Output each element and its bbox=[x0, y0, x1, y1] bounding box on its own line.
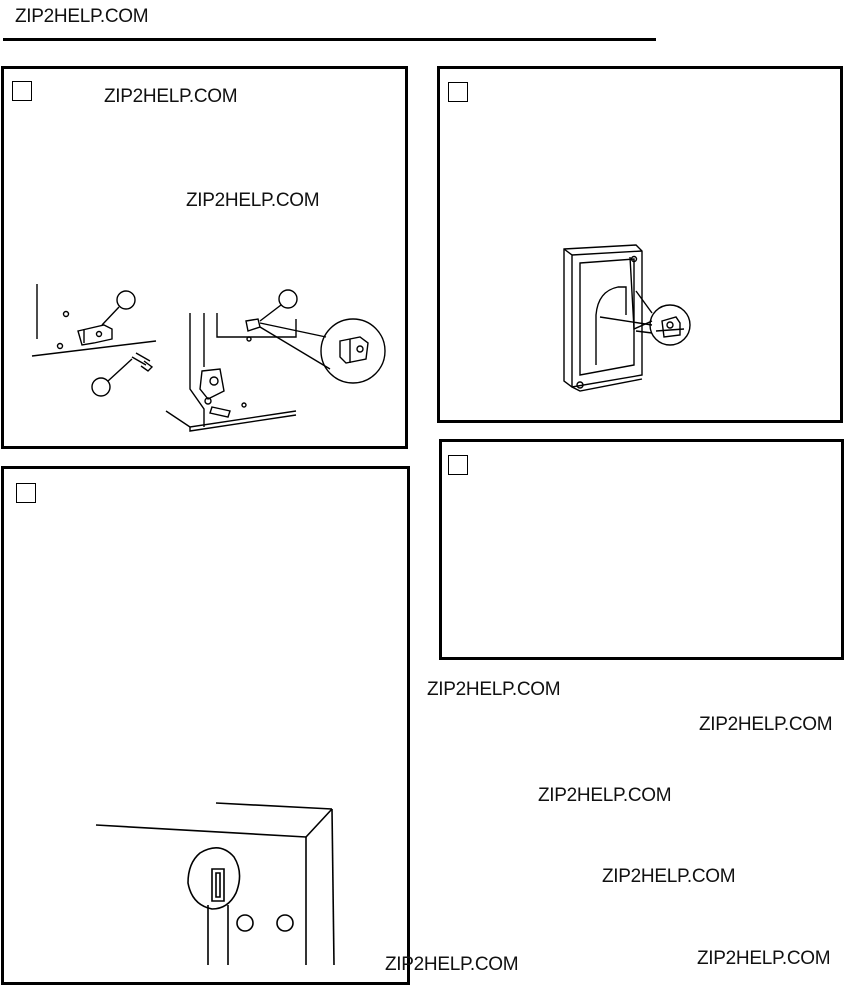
panel-step-b bbox=[437, 66, 843, 423]
hinge-bracket-illustration bbox=[31, 284, 386, 432]
screw-icon bbox=[131, 352, 154, 372]
cabinet-rear-illustration bbox=[563, 244, 691, 392]
screwdriver-illustration bbox=[95, 802, 335, 966]
magnified-view-icon bbox=[649, 304, 691, 346]
panel-step-c bbox=[1, 466, 410, 985]
watermark: ZIP2HELP.COM bbox=[697, 948, 831, 969]
watermark: ZIP2HELP.COM bbox=[427, 679, 561, 700]
step-checkbox-b[interactable] bbox=[448, 82, 468, 102]
hole-cover-icon bbox=[187, 847, 241, 910]
header-rule bbox=[3, 38, 656, 41]
watermark: ZIP2HELP.COM bbox=[186, 190, 320, 211]
watermark: ZIP2HELP.COM bbox=[104, 86, 238, 107]
watermark: ZIP2HELP.COM bbox=[385, 954, 519, 975]
step-checkbox-d[interactable] bbox=[448, 455, 468, 475]
step-checkbox-c[interactable] bbox=[16, 483, 36, 503]
bracket-icon bbox=[77, 324, 113, 346]
watermark: ZIP2HELP.COM bbox=[602, 866, 736, 887]
header-watermark: ZIP2HELP.COM bbox=[15, 6, 149, 27]
screwdriver-icon bbox=[207, 905, 229, 965]
screw-hole-icon bbox=[62, 310, 70, 318]
callout-circle-icon bbox=[116, 290, 136, 310]
panel-step-a bbox=[1, 66, 408, 449]
step-checkbox-a[interactable] bbox=[12, 81, 32, 101]
panel-step-d bbox=[439, 439, 844, 660]
callout-circle-icon bbox=[91, 377, 111, 397]
magnified-view-icon bbox=[320, 318, 386, 384]
bracket-icon bbox=[339, 336, 369, 364]
watermark: ZIP2HELP.COM bbox=[699, 714, 833, 735]
watermark: ZIP2HELP.COM bbox=[538, 785, 672, 806]
callout-circle-icon bbox=[278, 289, 298, 309]
